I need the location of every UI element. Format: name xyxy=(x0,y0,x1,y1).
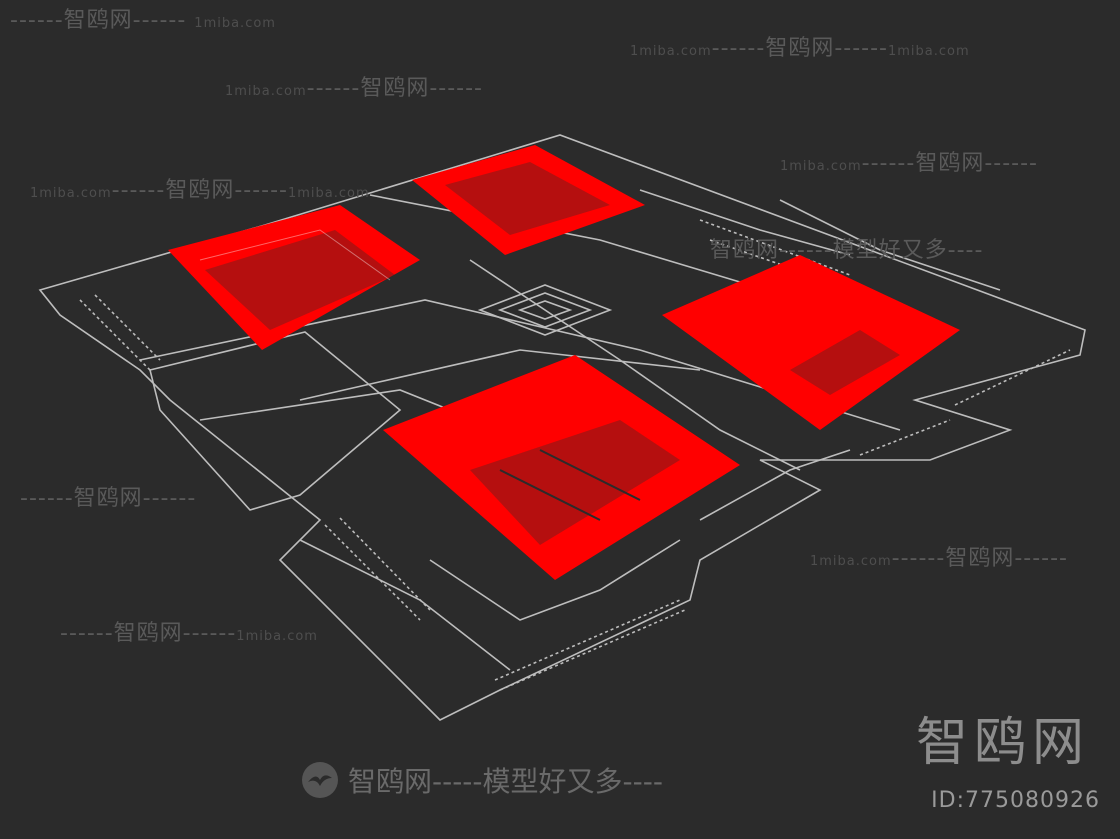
brand-logo: 智鸥网 xyxy=(915,713,1090,773)
watermark: 智鸥网------模型好又多---- xyxy=(710,238,984,263)
gull-logo-icon xyxy=(302,762,338,798)
building-bottom-center xyxy=(383,355,740,580)
watermark: 1miba.com------智鸥网------1miba.com xyxy=(30,178,370,203)
building-right xyxy=(662,255,960,430)
bottom-watermark: 智鸥网-----模型好又多---- xyxy=(300,760,663,800)
building-top-left xyxy=(168,205,420,350)
building-top-center xyxy=(412,145,645,255)
model-id: ID:775080926 xyxy=(931,788,1100,813)
watermark: 1miba.com------智鸥网------ xyxy=(810,546,1068,571)
watermark: 1miba.com------智鸥网------ xyxy=(225,76,483,101)
watermark: 1miba.com------智鸥网------1miba.com xyxy=(630,36,970,61)
watermark: ------智鸥网------ 1miba.com xyxy=(10,8,276,33)
watermark: 1miba.com------智鸥网------ xyxy=(780,151,1038,176)
watermark: ------智鸥网------1miba.com xyxy=(60,621,318,646)
watermark: ------智鸥网------ xyxy=(20,486,197,511)
